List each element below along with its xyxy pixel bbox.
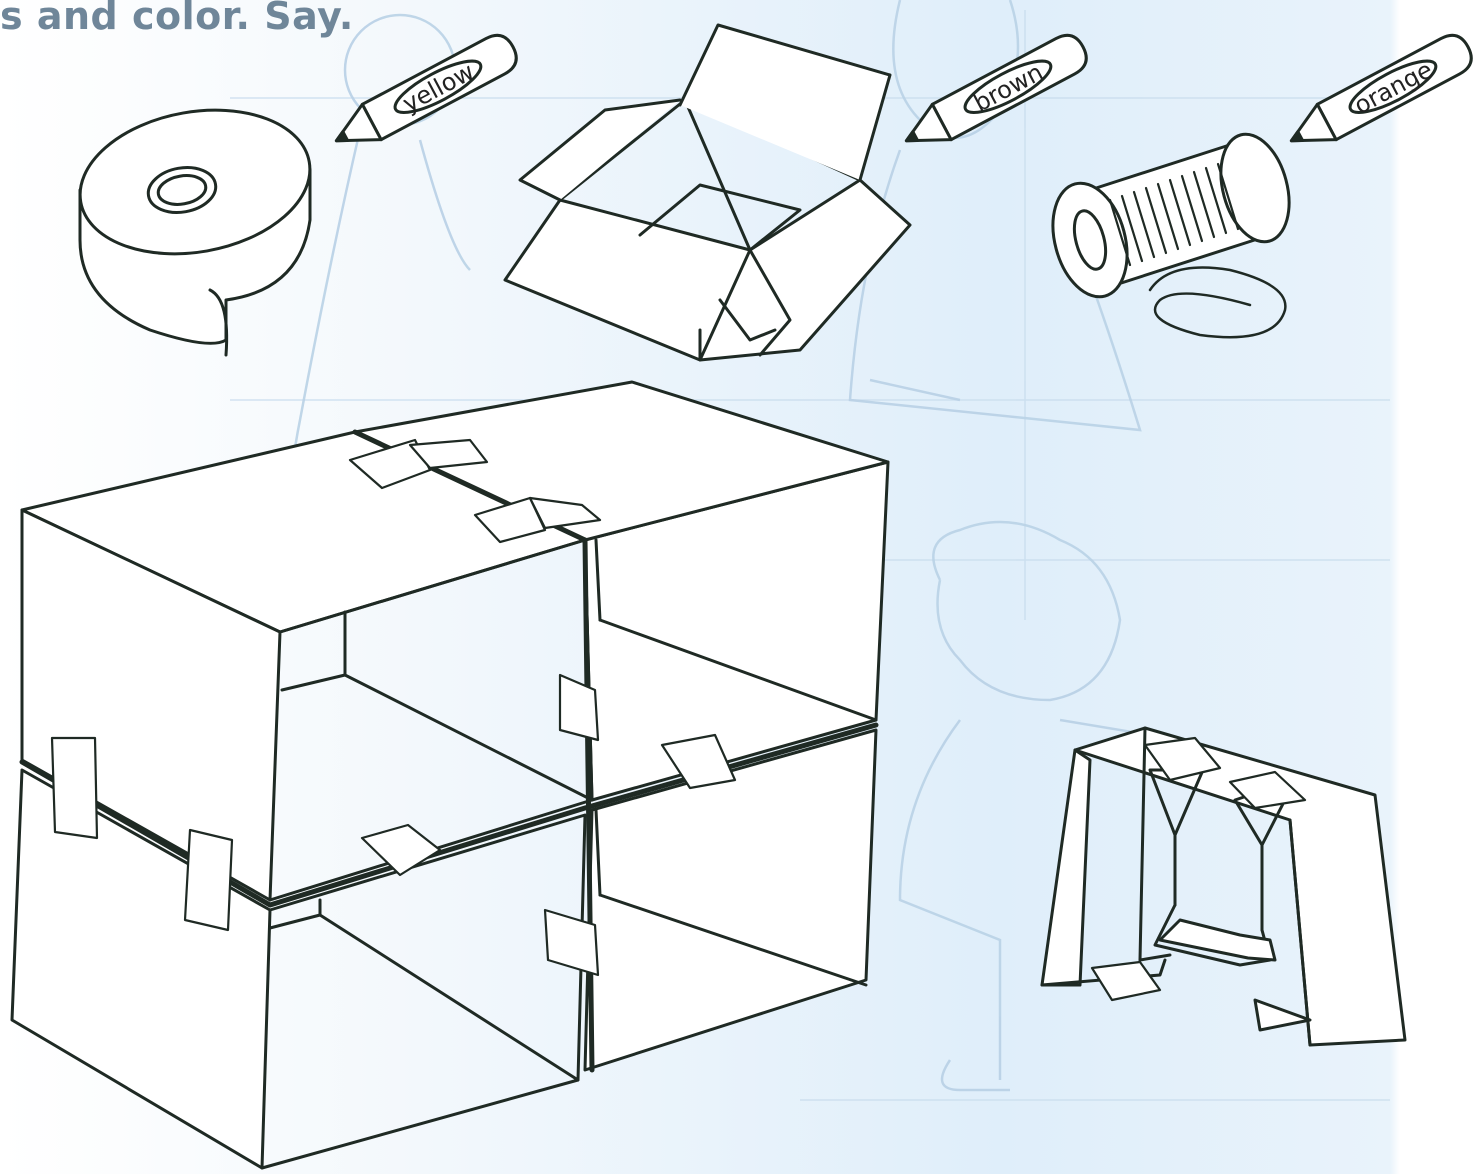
instruction-text: s and color. Say. <box>0 0 354 38</box>
box-swing-icon <box>1040 726 1407 1047</box>
box-house-icon <box>10 380 890 1170</box>
string-spool-icon <box>1051 132 1291 339</box>
crayon-brown-icon: brown <box>904 33 1088 143</box>
crayon-orange-icon: orange <box>1289 33 1473 143</box>
open-box-icon <box>503 23 912 362</box>
crayon-yellow-icon: yellow <box>334 33 518 143</box>
tape-roll-icon <box>78 108 312 357</box>
